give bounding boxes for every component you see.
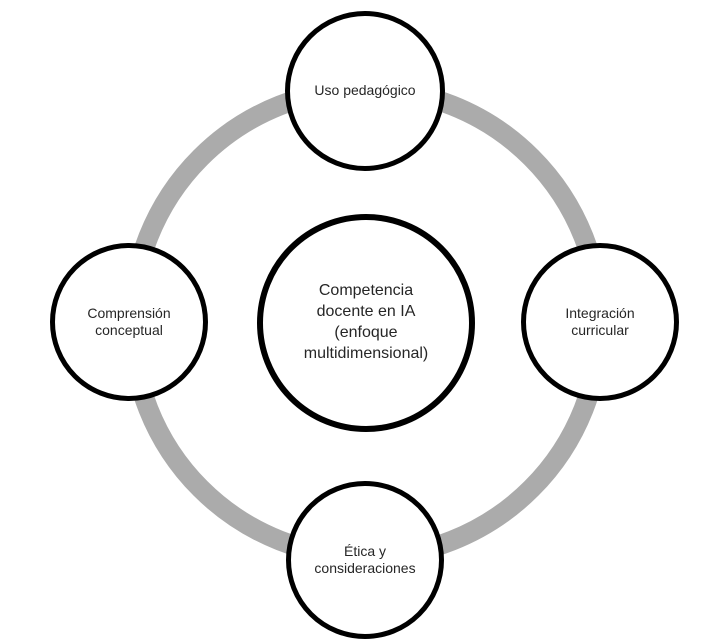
center-node-label: Competencia docente en IA (enfoque multi… bbox=[303, 282, 429, 362]
node-label: Comprensión conceptual bbox=[87, 304, 171, 339]
node-label: Integración curricular bbox=[565, 304, 635, 339]
node-label: Ética y consideraciones bbox=[314, 542, 416, 577]
node-competencia-docente-center: Competencia docente en IA (enfoque multi… bbox=[257, 214, 475, 432]
node-etica-consideraciones: Ética y consideraciones bbox=[286, 481, 444, 639]
node-uso-pedagogico: Uso pedagógico bbox=[285, 11, 445, 171]
node-integracion-curricular: Integración curricular bbox=[521, 243, 679, 401]
node-comprension-conceptual: Comprensión conceptual bbox=[50, 243, 208, 401]
node-label: Uso pedagógico bbox=[314, 82, 416, 99]
